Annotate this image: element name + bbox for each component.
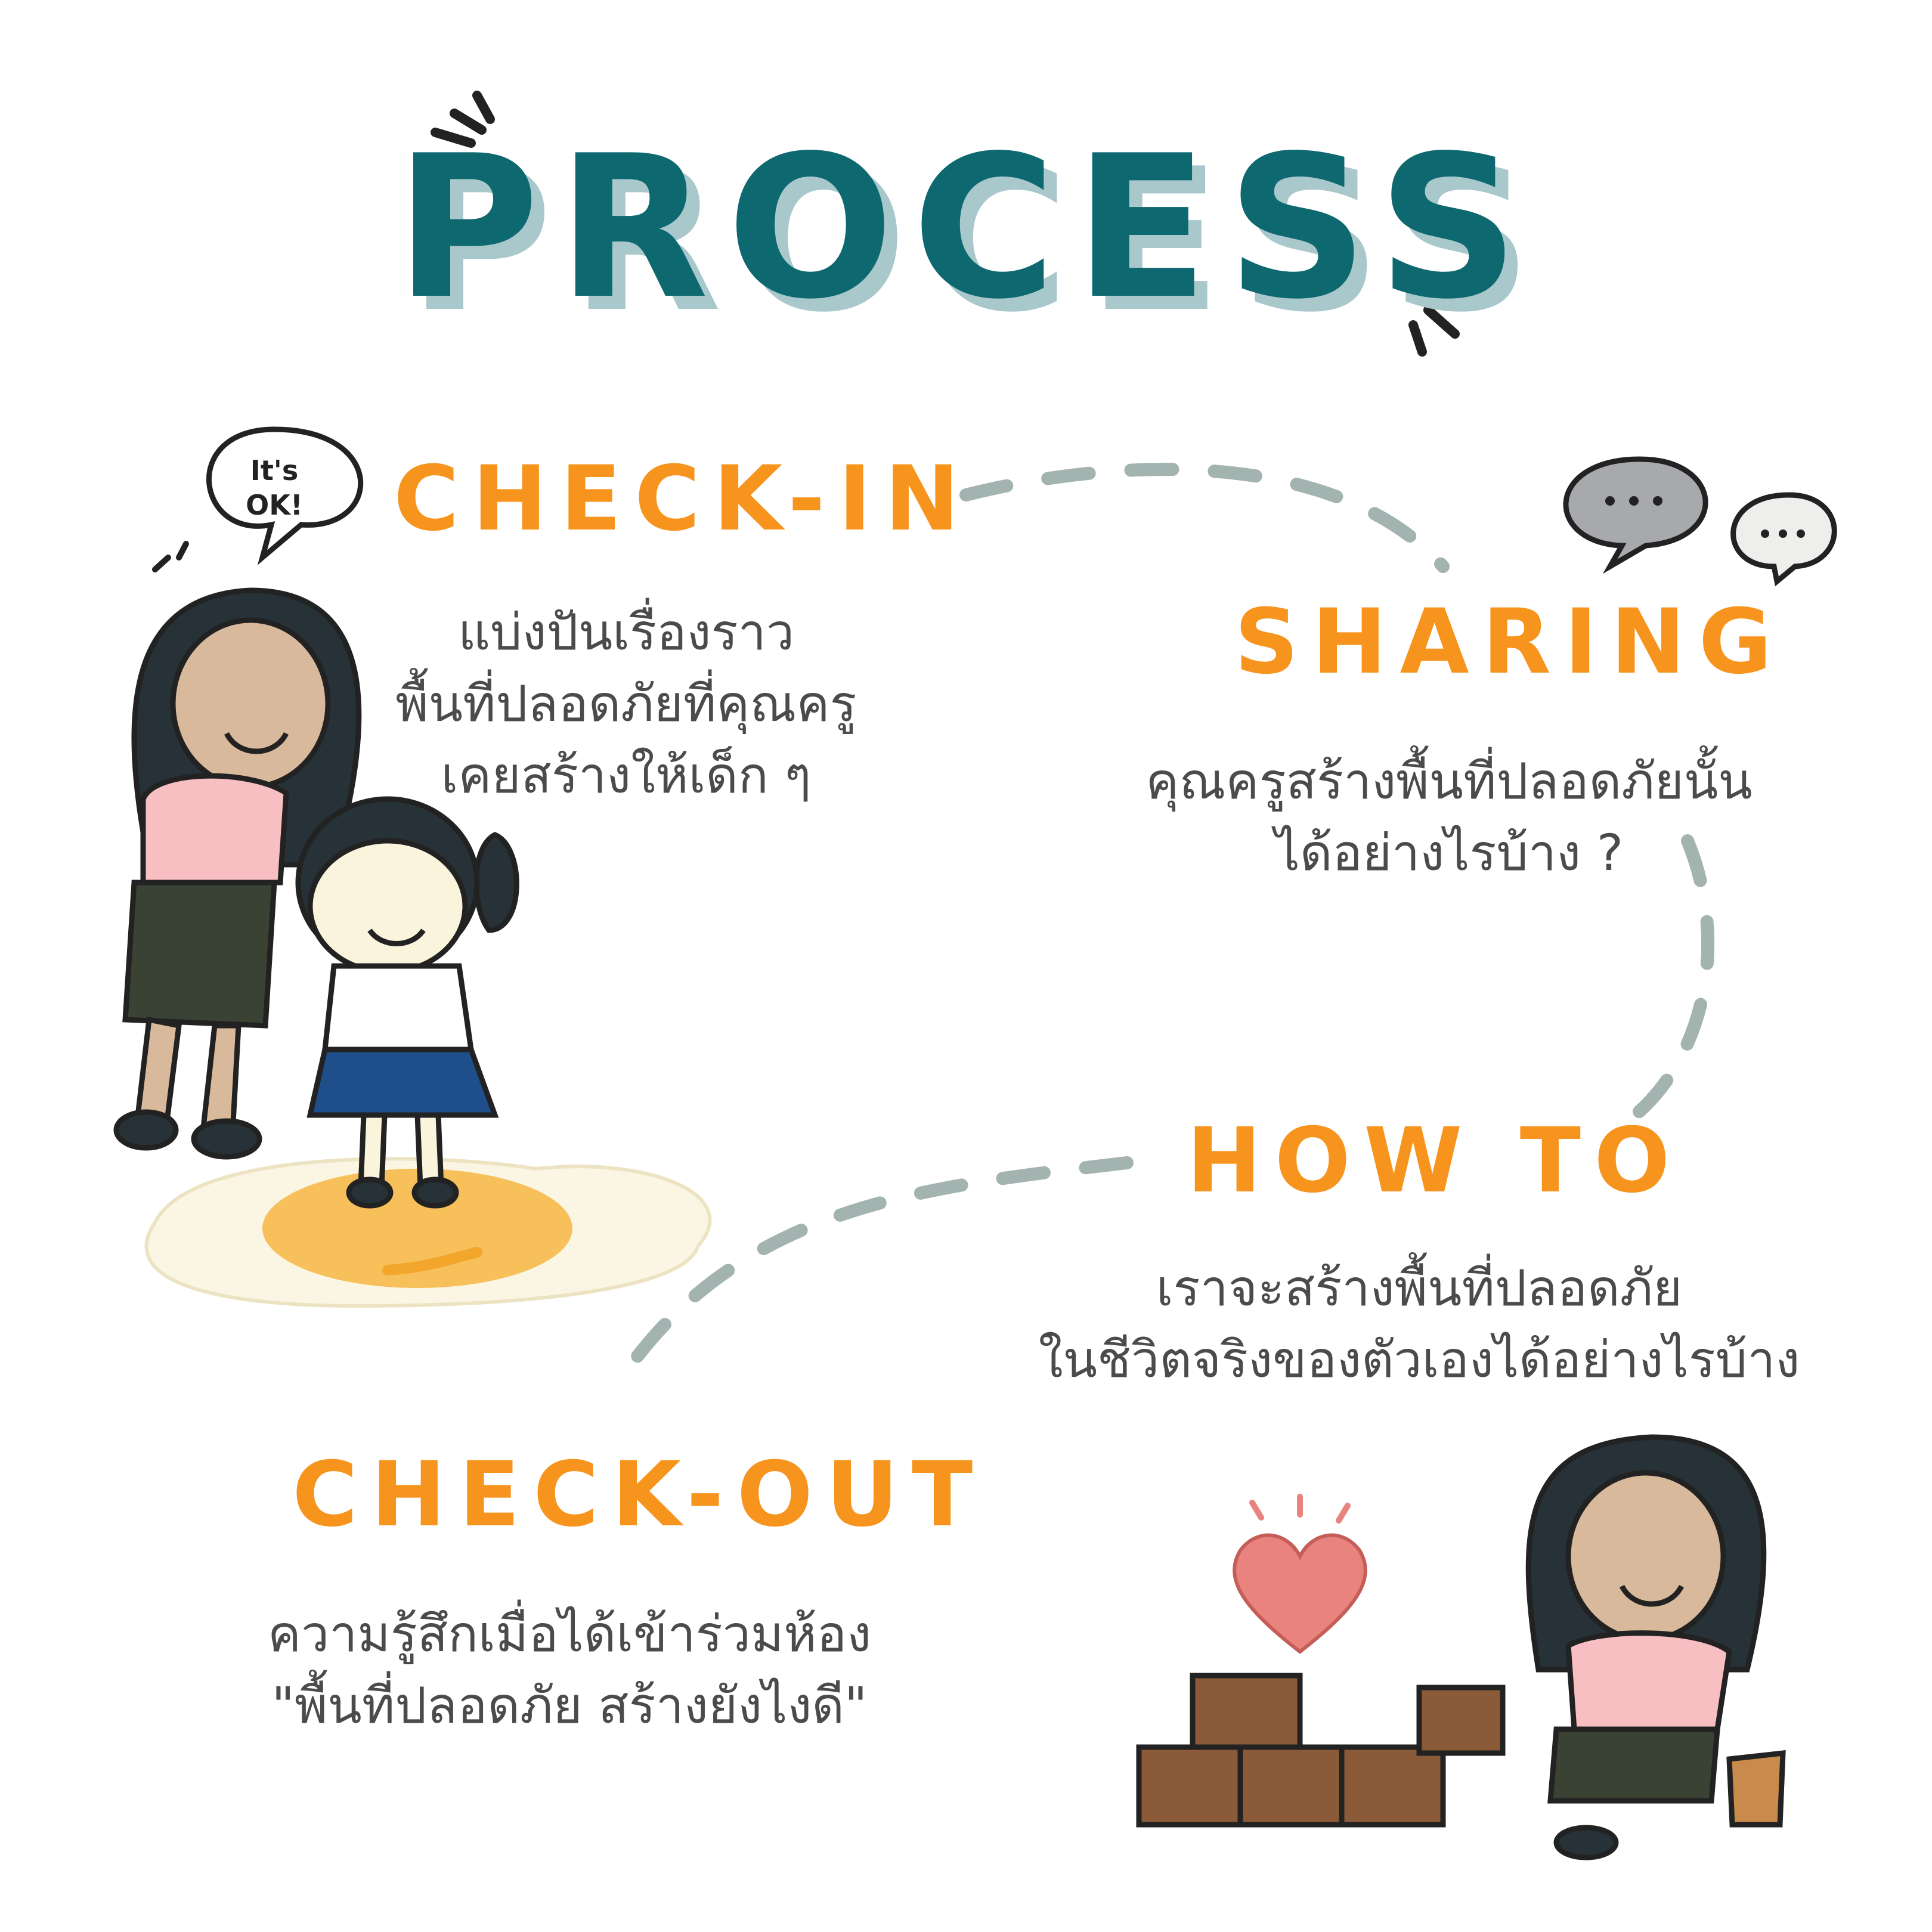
step-heading-sharing: SHARING: [1234, 590, 1785, 694]
bricks-illustration: [1136, 1673, 1506, 1828]
speech-bubble-line: OK!: [246, 489, 303, 521]
description-line: พื้นที่ปลอดภัยที่คุณครู: [395, 674, 857, 733]
step-description-how-to: เราจะสร้างพื้นที่ปลอดภัย ในชีวิตจริงของต…: [1014, 1252, 1825, 1395]
description-line: ได้อย่างไรบ้าง ?: [1274, 823, 1624, 882]
step-description-sharing: คุณครูสร้างพื้นที่ปลอดภัยนั้น ได้อย่างไร…: [1121, 745, 1777, 888]
description-line: ความรู้สึกเมื่อได้เข้าร่วมห้อง: [267, 1605, 872, 1663]
description-line: เราจะสร้างพื้นที่ปลอดภัย: [1156, 1259, 1683, 1317]
step-heading-check-in: CHECK-IN: [394, 447, 973, 551]
step-heading-check-out: CHECK-OUT: [292, 1443, 986, 1547]
step-heading-how-to: HOW TO: [1187, 1109, 1683, 1213]
description-line: คุณครูสร้างพื้นที่ปลอดภัยนั้น: [1145, 752, 1753, 810]
description-line: ในชีวิตจริงของตัวเองได้อย่างไรบ้าง: [1038, 1330, 1800, 1389]
page-title: PROCESS: [395, 113, 1537, 342]
speech-bubble-text: It's OK!: [233, 453, 316, 522]
dashed-process-path: [620, 463, 1715, 1378]
description-line: แบ่งปันเรื่องราว: [458, 603, 794, 661]
teacher-standing-illustration: [113, 587, 362, 1160]
title-emphasis-marks: [431, 91, 1472, 357]
chat-bubbles-icon: [1563, 456, 1837, 587]
description-line: "พื้นที่ปลอดภัย สร้างยังไงดี": [271, 1676, 868, 1735]
speech-bubble-icon: [152, 426, 364, 572]
step-description-check-in: แบ่งปันเรื่องราว พื้นที่ปลอดภัยที่คุณครู…: [388, 596, 865, 811]
teacher-seated-illustration: [1525, 1434, 1786, 1860]
heart-icon: [1233, 1494, 1367, 1654]
description-line: เคยสร้างให้เด็ก ๆ: [441, 746, 812, 804]
step-description-check-out: ความรู้สึกเมื่อได้เข้าร่วมห้อง "พื้นที่ป…: [227, 1598, 912, 1741]
fried-egg-icon: [144, 1157, 712, 1308]
speech-bubble-line: It's: [250, 454, 299, 487]
student-girl-illustration: [295, 796, 519, 1209]
